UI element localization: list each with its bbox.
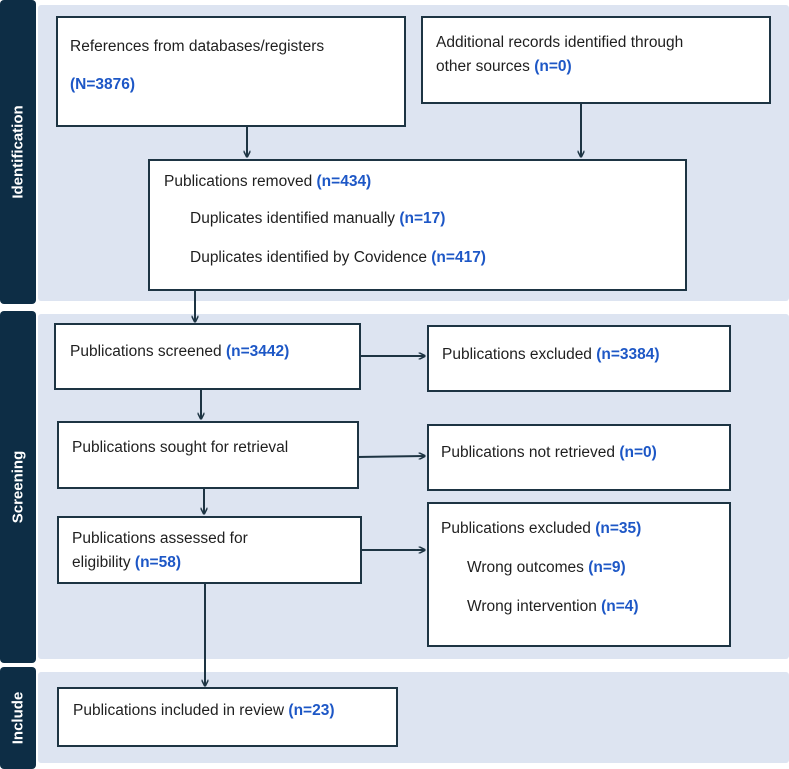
arrow-sought-to-not-retrieved xyxy=(356,456,425,457)
removed-box: Publications removed (n=434) Duplicates … xyxy=(148,159,687,291)
databases-box: References from databases/registers (N=3… xyxy=(56,16,406,127)
databases-count: (N=3876) xyxy=(70,76,136,93)
excluded-line: Publications excluded (n=3384) xyxy=(442,344,660,366)
wrong-outcomes-label: Wrong outcomes xyxy=(467,559,584,576)
dup-covidence-line: Duplicates identified by Covidence (n=41… xyxy=(190,247,486,269)
other-sources-line2: other sources (n=0) xyxy=(436,58,572,75)
assessed-line1: Publications assessed for xyxy=(72,530,248,547)
excluded-box: Publications excluded (n=3384) xyxy=(427,325,731,392)
excluded2-box: Publications excluded (n=35) Wrong outco… xyxy=(427,502,731,647)
screened-line: Publications screened (n=3442) xyxy=(70,341,289,363)
not-retrieved-box: Publications not retrieved (n=0) xyxy=(427,424,731,491)
wrong-outcomes-line: Wrong outcomes (n=9) xyxy=(467,557,626,579)
excluded-count: (n=3384) xyxy=(596,346,660,363)
included-label: Publications included in review xyxy=(73,702,285,719)
dup-manual-line: Duplicates identified manually (n=17) xyxy=(190,208,445,230)
screened-box: Publications screened (n=3442) xyxy=(54,323,361,390)
sought-box: Publications sought for retrieval xyxy=(57,421,359,489)
databases-label: References from databases/registers xyxy=(70,38,325,55)
dup-covidence-count: (n=417) xyxy=(431,249,486,266)
assessed-count: (n=58) xyxy=(134,554,181,571)
wrong-outcomes-count: (n=9) xyxy=(588,559,626,576)
dup-manual-count: (n=17) xyxy=(399,210,446,227)
included-count: (n=23) xyxy=(288,702,335,719)
assessed-line2: eligibility (n=58) xyxy=(72,554,181,571)
removed-line: Publications removed (n=434) xyxy=(164,171,371,193)
screened-label: Publications screened xyxy=(70,343,222,360)
removed-label: Publications removed xyxy=(164,173,313,190)
sought-label: Publications sought for retrieval xyxy=(72,439,289,456)
excluded-label: Publications excluded xyxy=(442,346,592,363)
other-sources-box: Additional records identified through ot… xyxy=(421,16,771,104)
excluded2-line: Publications excluded (n=35) xyxy=(441,518,641,540)
not-retrieved-line: Publications not retrieved (n=0) xyxy=(441,442,657,464)
included-box: Publications included in review (n=23) xyxy=(57,687,398,747)
wrong-intervention-count: (n=4) xyxy=(601,598,639,615)
not-retrieved-label: Publications not retrieved xyxy=(441,444,616,461)
removed-count: (n=434) xyxy=(316,173,372,190)
wrong-intervention-label: Wrong intervention xyxy=(467,598,597,615)
stage-label-screening: Screening xyxy=(0,311,36,663)
dup-manual-label: Duplicates identified manually xyxy=(190,210,396,227)
wrong-intervention-line: Wrong intervention (n=4) xyxy=(467,596,639,618)
dup-covidence-label: Duplicates identified by Covidence xyxy=(190,249,427,266)
other-sources-line1: Additional records identified through xyxy=(436,34,684,51)
not-retrieved-count: (n=0) xyxy=(619,444,657,461)
included-line: Publications included in review (n=23) xyxy=(73,700,335,722)
excluded2-label: Publications excluded xyxy=(441,520,591,537)
assessed-box: Publications assessed for eligibility (n… xyxy=(57,516,362,584)
other-sources-count: (n=0) xyxy=(534,58,572,75)
screened-count: (n=3442) xyxy=(225,343,290,360)
excluded2-count: (n=35) xyxy=(595,520,642,537)
stage-label-identification: Identification xyxy=(0,0,36,304)
stage-label-include: Include xyxy=(0,667,36,769)
